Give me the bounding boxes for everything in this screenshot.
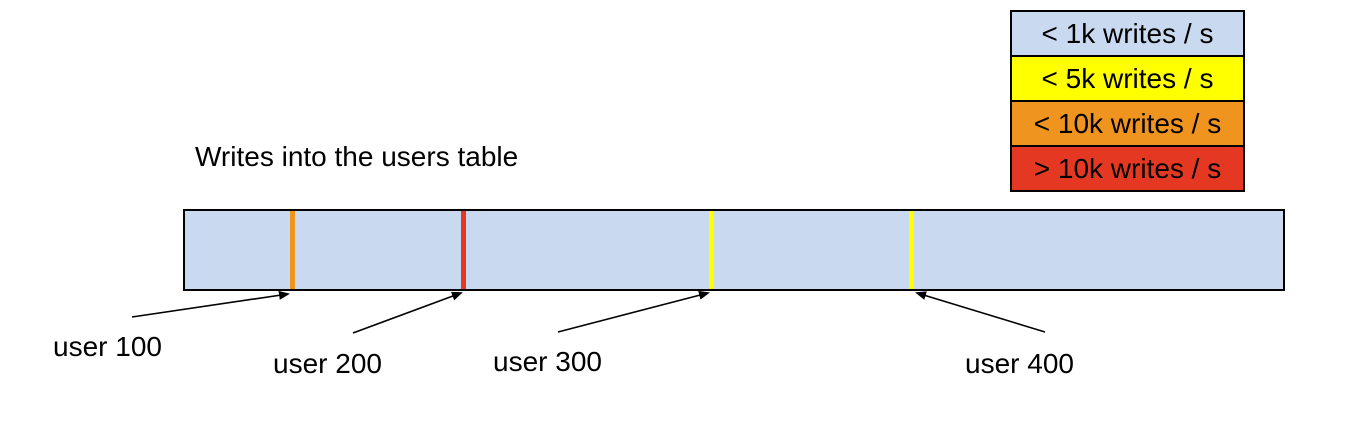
- arrow-user-100: [131, 290, 290, 318]
- legend-label: < 5k writes / s: [1041, 62, 1214, 94]
- label-user-100: user 100: [53, 331, 162, 362]
- stripe-user-200: [461, 211, 466, 289]
- legend-label: < 10k writes / s: [1033, 107, 1222, 139]
- arrow-user-400: [915, 291, 1046, 333]
- users-table-bar: [183, 209, 1285, 291]
- legend: < 1k writes / s < 5k writes / s < 10k wr…: [1010, 10, 1245, 192]
- legend-label: > 10k writes / s: [1033, 152, 1222, 184]
- label-user-200: user 200: [273, 348, 382, 379]
- label-user-300: user 300: [493, 346, 602, 377]
- stripe-user-300: [709, 211, 714, 289]
- legend-item-lt-10k: < 10k writes / s: [1010, 100, 1245, 147]
- diagram-title: Writes into the users table: [195, 141, 519, 172]
- label-user-400: user 400: [965, 348, 1074, 379]
- arrow-user-300: [557, 290, 710, 333]
- legend-item-lt-5k: < 5k writes / s: [1010, 55, 1245, 102]
- legend-item-gt-10k: > 10k writes / s: [1010, 145, 1245, 192]
- stripe-user-400: [909, 211, 914, 289]
- legend-label: < 1k writes / s: [1041, 17, 1214, 49]
- arrow-user-200: [352, 291, 463, 334]
- legend-item-lt-1k: < 1k writes / s: [1010, 10, 1245, 57]
- stripe-user-100: [290, 211, 295, 289]
